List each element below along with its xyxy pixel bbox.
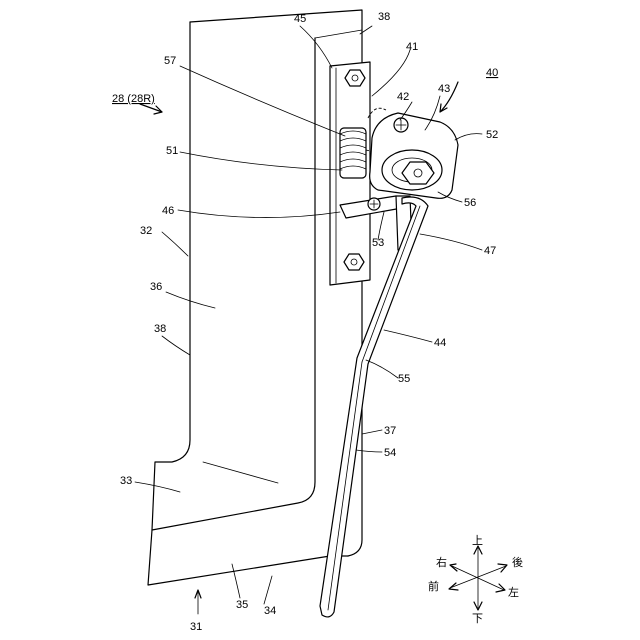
direction-front: 前 <box>428 579 439 593</box>
label-37: 37 <box>384 425 396 437</box>
label-57: 57 <box>164 55 176 67</box>
label-36: 36 <box>150 281 162 293</box>
label-35: 35 <box>236 599 248 611</box>
label-47: 47 <box>484 245 496 257</box>
direction-compass: 上 下 右 前 後 左 <box>428 534 523 625</box>
label-31: 31 <box>190 621 202 633</box>
label-40: 40 <box>486 67 498 79</box>
label-52: 52 <box>486 129 498 141</box>
label-42: 42 <box>397 91 409 103</box>
leader-lines <box>135 26 482 614</box>
reference-labels: 40 28 (28R) 45 38 41 57 42 43 52 51 56 4… <box>112 11 498 633</box>
direction-rear: 後 <box>512 555 523 569</box>
label-38-top: 38 <box>378 11 390 23</box>
label-46: 46 <box>162 205 174 217</box>
label-55: 55 <box>398 373 410 385</box>
hinge-bracket <box>370 113 458 198</box>
label-41: 41 <box>406 41 418 53</box>
label-34: 34 <box>264 605 276 617</box>
label-28: 28 (28R) <box>112 93 155 105</box>
label-43: 43 <box>438 83 450 95</box>
label-51: 51 <box>166 145 178 157</box>
label-32: 32 <box>140 225 152 237</box>
label-56: 56 <box>464 197 476 209</box>
label-54: 54 <box>384 447 396 459</box>
direction-left: 左 <box>508 586 519 599</box>
direction-right: 右 <box>436 555 447 569</box>
label-33: 33 <box>120 475 132 487</box>
label-38-mid: 38 <box>154 323 166 335</box>
direction-down: 下 <box>472 613 483 625</box>
label-44: 44 <box>434 337 446 349</box>
label-45: 45 <box>294 13 306 25</box>
direction-up: 上 <box>472 534 483 547</box>
label-53: 53 <box>372 237 384 249</box>
